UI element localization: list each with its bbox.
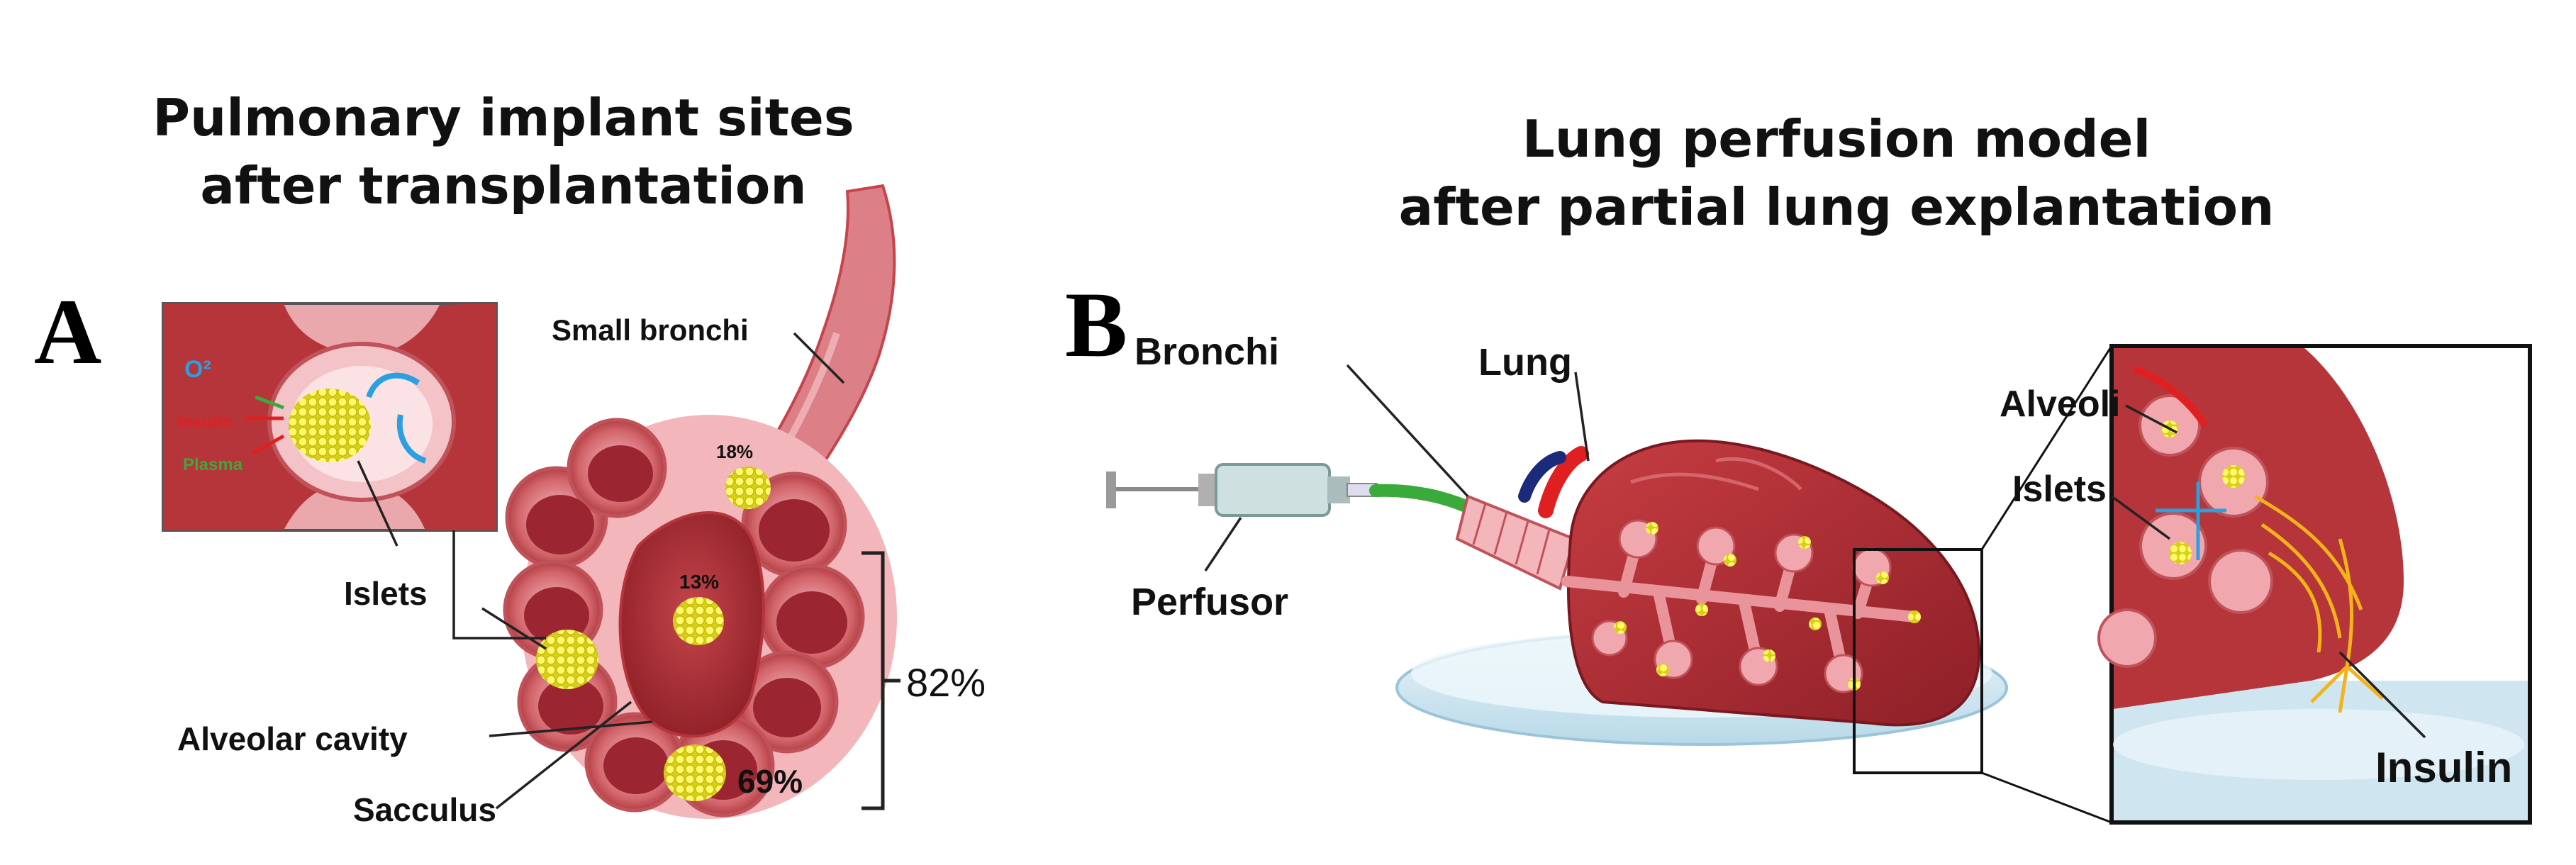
green-tube (1369, 484, 1481, 517)
label-insulin-b: Insulin (2375, 744, 2513, 791)
panel-b-leaders (1204, 364, 2426, 739)
label-bronchi: Bronchi (1134, 330, 1280, 373)
inset-label-insulin: Insulin (177, 413, 233, 432)
pct-bronchi: 18% (716, 441, 754, 462)
perfusor-syringe (1106, 463, 1378, 517)
bronchus-tube (1455, 494, 1576, 591)
vessel-red (1538, 446, 1589, 518)
islet-inset (162, 302, 498, 532)
pct-alveolar: 69% (737, 763, 803, 800)
islets-panel-a (536, 467, 771, 801)
inset-islet-cluster (289, 389, 371, 462)
label-alveoli: Alveoli (2000, 384, 2121, 425)
insulin-flow-arrows (2253, 494, 2384, 713)
panel-a-title: Pulmonary implant sites after transplant… (92, 84, 915, 220)
label-lung: Lung (1478, 341, 1572, 384)
panel-b-title-line2: after partial lung explantation (1398, 177, 2275, 237)
label-sacculus: Sacculus (353, 791, 496, 828)
percentage-bracket (862, 551, 901, 810)
panel-a-leaders (357, 332, 845, 810)
pct-bracket-total: 82% (906, 660, 986, 705)
vessel-blue (1518, 451, 1566, 503)
pct-sacculus: 13% (679, 571, 720, 593)
inset-label-plasma: Plasma (183, 455, 243, 474)
label-alveolar-cavity: Alveolar cavity (177, 720, 408, 757)
panel-b-letter: B (1065, 272, 1128, 376)
label-islets-a: Islets (344, 575, 428, 612)
label-islets-b: Islets (2012, 469, 2107, 510)
alveolar-sac-lumens (524, 445, 847, 800)
panel-b-title: Lung perfusion model after partial lung … (1333, 105, 2340, 241)
panel-b-title-line1: Lung perfusion model (1522, 109, 2151, 169)
inset-label-oxygen: O² (184, 356, 211, 383)
zoom-selection-box (1853, 548, 1983, 774)
label-perfusor: Perfusor (1131, 581, 1289, 623)
lung-alveoli-clusters (1591, 519, 1921, 693)
panel-a-title-line1: Pulmonary implant sites (152, 88, 854, 147)
panel-a-letter: A (34, 279, 102, 384)
small-bronchi-tube (721, 184, 896, 541)
label-small-bronchi: Small bronchi (552, 313, 749, 347)
panel-a-title-line2: after transplantation (200, 156, 807, 216)
